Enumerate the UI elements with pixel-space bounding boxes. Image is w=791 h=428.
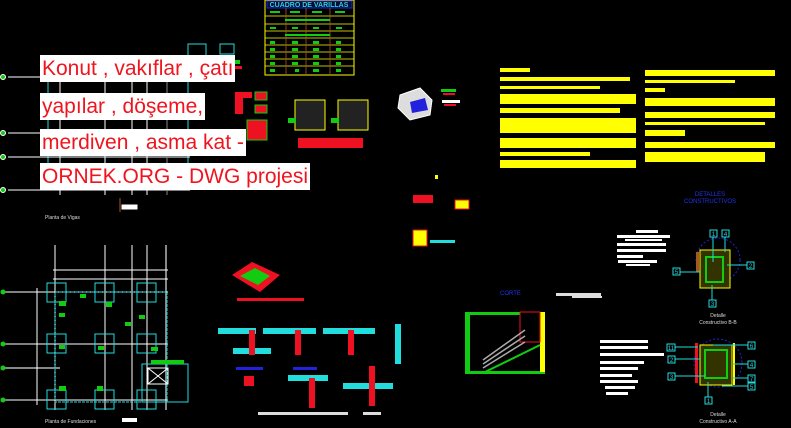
details-heading-2: CONSTRUCTIVOS [684, 199, 736, 205]
callout-bb-2: 2 [749, 264, 753, 270]
detail-aa: 11 2 3 6 4 7 5 1 [666, 338, 756, 405]
callout-bb-1: 1 [712, 232, 716, 238]
notes-white [600, 230, 670, 395]
foundation-plan-label: Planta de Fundaciones [45, 419, 97, 425]
callout-aa-1: 1 [707, 399, 711, 405]
callout-bb-5: 5 [675, 270, 679, 276]
overlay-title-line-4: ORNEK.ORG - DWG projesi [40, 163, 311, 190]
rebar-table-title: CUADRO DE VARILLAS [270, 2, 349, 9]
callout-aa-7: 7 [750, 377, 754, 383]
callout-aa-6: 6 [750, 344, 754, 350]
callout-aa-5: 5 [750, 385, 754, 391]
overlay-title-line-3: merdiven , asma kat - [40, 129, 246, 156]
stair-section: CORTE [465, 291, 602, 374]
stair-label: CORTE [500, 291, 521, 297]
details-heading-1: DETALLES [695, 192, 725, 198]
overlay-title-line-2: yapılar , döşeme, [40, 93, 206, 120]
rebar-table: CUADRO DE VARILLAS [264, 0, 355, 76]
foundation-plan [0, 245, 189, 422]
callout-bb-4: 4 [724, 232, 728, 238]
callout-aa-3: 3 [670, 375, 674, 381]
detail-aa-label-1: Detalle [710, 412, 726, 418]
callout-aa-4: 4 [750, 363, 754, 369]
detail-bb-label-1: Detalle [710, 313, 726, 319]
detail-bb: 1 4 2 5 3 [672, 229, 755, 308]
detail-aa-label-2: Constructivo A-A [699, 419, 737, 425]
joint-details [218, 262, 401, 415]
callout-bb-3: 3 [711, 302, 715, 308]
beam-plan-label: Planta de Vigas [45, 215, 80, 221]
wall-section-details [412, 175, 470, 247]
callout-aa-11: 11 [668, 346, 675, 352]
callout-aa-2: 2 [670, 358, 674, 364]
column-details [187, 43, 369, 148]
overlay-title-line-1: Konut , vakıflar , çatı [40, 55, 236, 82]
notes-yellow [500, 68, 775, 168]
detail-bb-label-2: Constructivo B-B [699, 320, 737, 326]
roof-isometric [397, 87, 460, 121]
